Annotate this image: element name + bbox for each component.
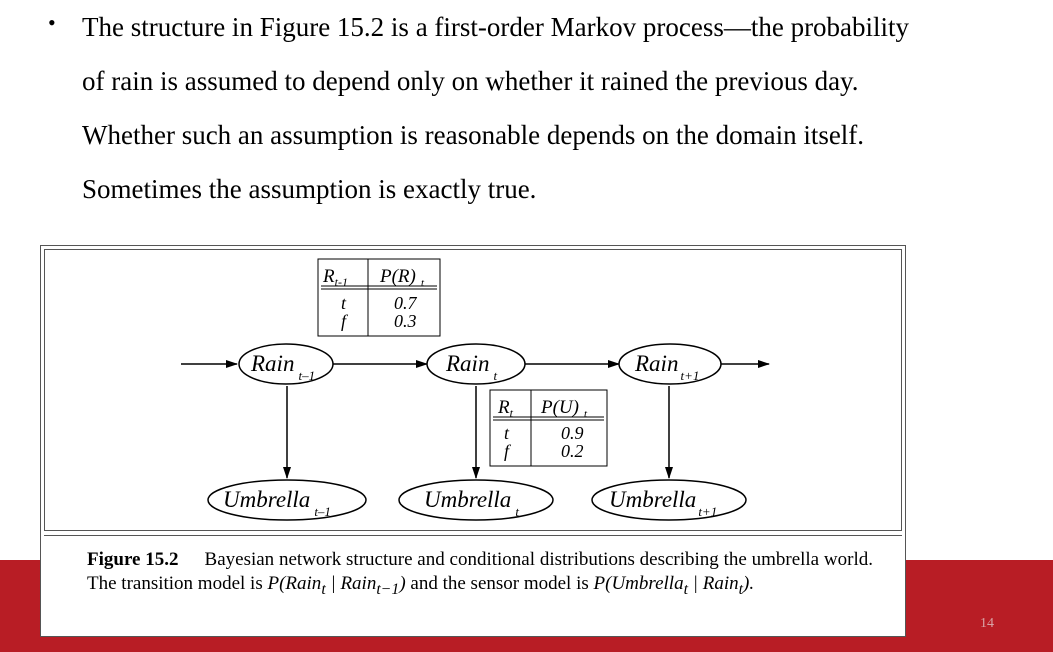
sensor-cpt-table: Rt P(U) t t 0.9 f 0.2 xyxy=(489,389,608,467)
transition-row1-val: 0.7 xyxy=(394,293,418,313)
node-umbrella-prev xyxy=(207,479,367,521)
caption-label: Figure 15.2 xyxy=(87,549,179,570)
node-rain-prev xyxy=(238,343,334,385)
diagram-frame xyxy=(44,249,902,531)
node-rain-next xyxy=(618,343,722,385)
bullet-line-1: The structure in Figure 15.2 is a first-… xyxy=(82,12,910,42)
page-number: 14 xyxy=(980,616,994,631)
sensor-row2-key: f xyxy=(504,441,512,461)
bullet-line-2: of rain is assumed to depend only on whe… xyxy=(82,66,859,96)
node-umbrella-next xyxy=(591,479,747,521)
transition-row1-key: t xyxy=(341,293,347,313)
transition-cpt-table: Rt-1 P(R) t t 0.7 f 0.3 xyxy=(317,258,441,337)
transition-head-right-sub: t xyxy=(421,277,425,289)
sensor-row1-key: t xyxy=(504,423,510,443)
sensor-head-right-sub: t xyxy=(584,408,588,420)
transition-row2-val: 0.3 xyxy=(394,311,417,331)
caption-text-2: and the sensor model is xyxy=(405,573,594,594)
sensor-head-left: Rt xyxy=(497,397,514,420)
bullet-line-4: Sometimes the assumption is exactly true… xyxy=(82,174,537,204)
transition-row2-key: f xyxy=(341,311,349,331)
bullet-symbol: • xyxy=(48,10,56,35)
sensor-row2-val: 0.2 xyxy=(561,441,584,461)
caption-text-1: Bayesian network structure and condition… xyxy=(87,549,873,594)
node-umbrella-t xyxy=(398,479,554,521)
caption-separator xyxy=(44,535,902,536)
caption-formula-2: P(Umbrellat | Raint). xyxy=(593,573,755,598)
bullet-line-3: Whether such an assumption is reasonable… xyxy=(82,120,865,150)
sensor-head-right: P(U) xyxy=(540,397,579,418)
transition-head-left: Rt-1 xyxy=(322,266,348,289)
sensor-row1-val: 0.9 xyxy=(561,423,584,443)
caption-formula-1: P(Raint | Raint−1) xyxy=(267,573,406,598)
node-rain-t xyxy=(426,343,526,385)
transition-head-right: P(R) xyxy=(379,266,416,287)
